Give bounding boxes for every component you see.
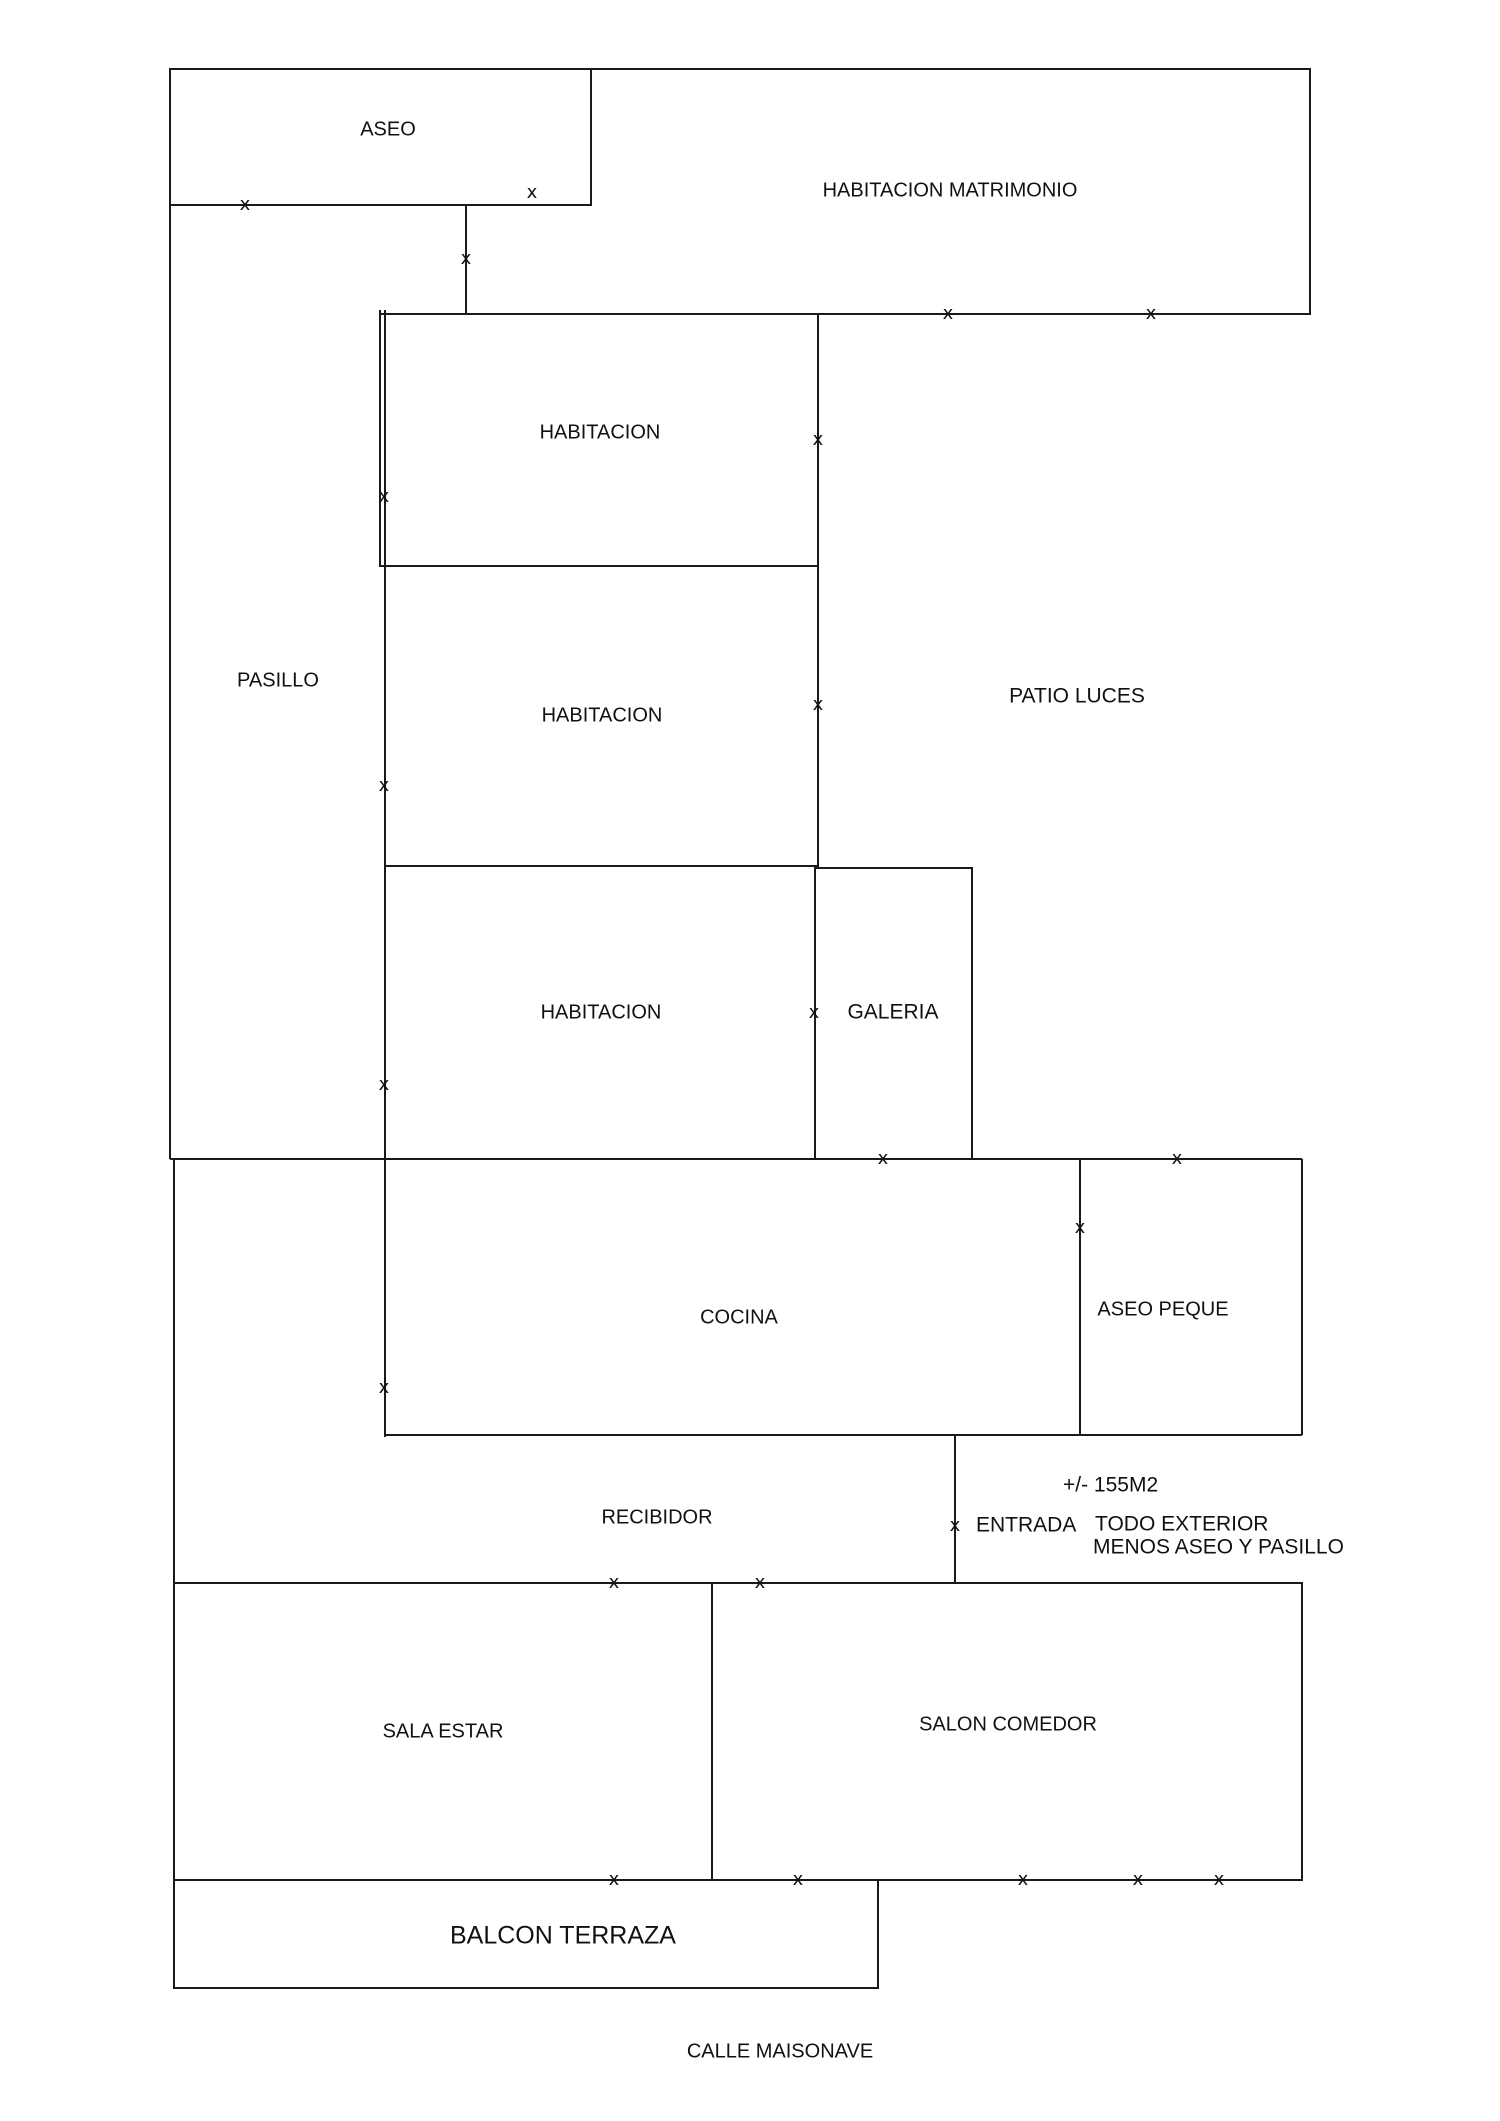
wall-balcon-terraza xyxy=(173,1880,879,1989)
walls xyxy=(169,68,1311,1989)
notes: +/- 155M2 TODO EXTERIOR MENOS ASEO Y PAS… xyxy=(687,1474,1344,2063)
wall-salon-comedor xyxy=(174,1582,1303,1881)
door-mark: x xyxy=(379,775,390,796)
wall-galeria xyxy=(815,867,973,1159)
door-mark: x xyxy=(793,1869,804,1890)
door-mark: x xyxy=(1018,1869,1029,1890)
label-habitacion-3: HABITACION xyxy=(541,1001,662,1023)
label-pasillo: PASILLO xyxy=(237,669,319,691)
door-mark: x xyxy=(461,248,472,269)
door-mark: x xyxy=(813,694,824,715)
wall-habitacion-matrimonio xyxy=(467,68,1311,315)
door-mark: x xyxy=(878,1148,889,1169)
label-habitacion-matrimonio: HABITACION MATRIMONIO xyxy=(823,179,1078,201)
door-mark: x xyxy=(943,303,954,324)
door-mark: x xyxy=(379,1377,390,1398)
door-mark: x xyxy=(1146,303,1157,324)
label-cocina: COCINA xyxy=(700,1306,778,1328)
label-sala-estar: SALA ESTAR xyxy=(383,1720,504,1742)
label-aseo: ASEO xyxy=(360,118,416,140)
room-labels: ASEO HABITACION MATRIMONIO HABITACION HA… xyxy=(237,118,1229,1949)
door-mark: x xyxy=(1133,1869,1144,1890)
door-mark: x xyxy=(379,1074,390,1095)
label-recibidor: RECIBIDOR xyxy=(601,1506,712,1528)
door-mark: x xyxy=(755,1572,766,1593)
note-area: +/- 155M2 xyxy=(1063,1474,1158,1497)
door-mark: x xyxy=(609,1572,620,1593)
label-entrada: ENTRADA xyxy=(976,1514,1076,1537)
street-name: CALLE MAISONAVE xyxy=(687,2040,873,2062)
door-marks: x x x x x x x x x x x x x x x x x x x x x x x xyxy=(240,182,1225,1890)
label-galeria: GALERIA xyxy=(847,1001,938,1024)
label-habitacion-1: HABITACION xyxy=(540,421,661,443)
label-salon-comedor: SALON COMEDOR xyxy=(919,1713,1097,1735)
door-mark: x xyxy=(527,182,538,203)
door-mark: x xyxy=(240,194,251,215)
door-mark: x xyxy=(379,486,390,507)
note-exterior-line1: TODO EXTERIOR xyxy=(1095,1513,1268,1536)
door-mark: x xyxy=(609,1869,620,1890)
door-mark: x xyxy=(950,1515,961,1536)
door-mark: x xyxy=(809,1002,820,1023)
label-patio-luces: PATIO LUCES xyxy=(1009,685,1145,708)
wall-aseo xyxy=(169,68,592,206)
label-aseo-peque: ASEO PEQUE xyxy=(1097,1298,1228,1320)
note-exterior-line2: MENOS ASEO Y PASILLO xyxy=(1093,1536,1344,1559)
door-mark: x xyxy=(813,429,824,450)
door-mark: x xyxy=(1172,1148,1183,1169)
door-mark: x xyxy=(1214,1869,1225,1890)
label-balcon-terraza: BALCON TERRAZA xyxy=(450,1922,676,1950)
door-mark: x xyxy=(1075,1217,1086,1238)
label-habitacion-2: HABITACION xyxy=(542,704,663,726)
